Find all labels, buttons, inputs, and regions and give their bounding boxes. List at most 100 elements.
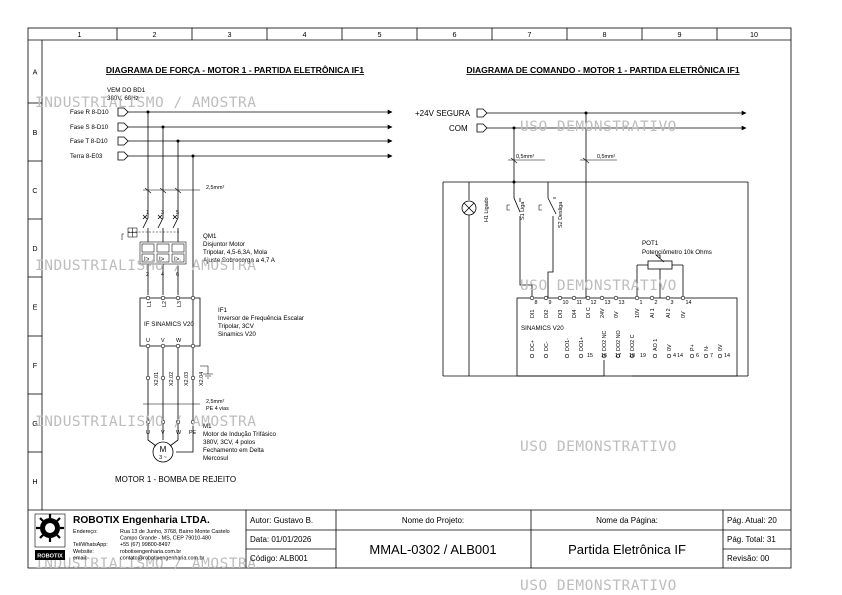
svg-text:6: 6 — [176, 272, 179, 278]
column-label: 6 — [453, 30, 457, 39]
svg-text:U: U — [146, 338, 150, 344]
vfd-bottom-terminal — [717, 353, 723, 359]
vfd-top-label: DI4 — [572, 310, 578, 318]
vfd-bottom-label: DO1- — [565, 338, 571, 351]
row-label: C — [32, 186, 37, 195]
vfd-bottom-number: 17 — [615, 353, 621, 359]
motor-line-3: Fechamento em Delta — [203, 447, 264, 454]
date-field: Data: 01/01/2026 — [250, 535, 312, 544]
row-label: H — [32, 477, 37, 486]
svg-text:5: 5 — [176, 210, 179, 216]
vfd-top-terminal — [665, 295, 671, 301]
svg-text:M: M — [160, 445, 167, 454]
vfd-bottom-terminal — [703, 353, 709, 359]
svg-text:L1: L1 — [147, 301, 153, 307]
contact-value: contato@robotixengenharia.com.br — [120, 555, 204, 561]
row-label: G — [32, 419, 38, 428]
vfd-top-terminal — [543, 295, 549, 301]
project-label: Nome do Projeto: — [402, 516, 464, 525]
vfd-top-label: AI 1 — [650, 308, 656, 318]
vfd-bottom-terminal — [529, 353, 535, 359]
vfd-top-number: 13 — [605, 300, 611, 306]
page-name-label: Nome da Página: — [596, 516, 658, 525]
vfd-bottom-number: 6 — [696, 353, 699, 359]
vfd-top-terminal — [571, 295, 577, 301]
svg-text:3 ~: 3 ~ — [159, 455, 167, 461]
svg-text:USO DEMONSTRATIVO: USO DEMONSTRATIVO — [520, 439, 677, 455]
column-label: 5 — [378, 30, 382, 39]
svg-text:I>: I> — [159, 256, 165, 263]
inverter-tag: IF1 — [218, 307, 227, 314]
vfd-top-number: 1 — [640, 300, 643, 306]
author-field: Autor: Gustavo B. — [250, 516, 313, 525]
svg-text:1: 1 — [146, 210, 149, 216]
column-label: 10 — [750, 30, 758, 39]
phase-bus-lines: Fase R 8-D10 Fase S 8-D10 Fase T 8-D10 T… — [70, 107, 393, 420]
vfd-bottom-number: 14 — [677, 353, 683, 359]
vfd-bottom-number: 4 — [673, 353, 676, 359]
vfd-top-label: DI2 — [544, 310, 550, 318]
vfd-bottom-number: 14 — [724, 353, 730, 359]
svg-text:3: 3 — [161, 210, 164, 216]
phase-s-label: Fase S 8-D10 — [70, 124, 109, 131]
contact-label: Website: — [73, 549, 94, 555]
power-source-line2: 380V, 60Hz — [107, 95, 139, 102]
row-label: A — [33, 68, 38, 77]
contact-value: +55 (67) 99800-8497 — [120, 542, 171, 548]
power-diagram: DIAGRAMA DE FORÇA - MOTOR 1 - PARTIDA EL… — [70, 64, 393, 484]
contact-label: Tel/WhatsApp: — [73, 542, 108, 548]
svg-text:I>: I> — [174, 256, 180, 263]
svg-text:X2.01: X2.01 — [154, 372, 160, 386]
svg-text:INDUSTRIALISMO / AMOSTRA: INDUSTRIALISMO / AMOSTRA — [35, 95, 257, 111]
supply-com-label: COM — [449, 124, 468, 133]
svg-text:4: 4 — [161, 272, 164, 278]
vfd-top-number: 3 — [671, 300, 674, 306]
command-diagram: DIAGRAMA DE COMANDO - MOTOR 1 - PARTIDA … — [415, 64, 749, 377]
pot-tag: POT1 — [642, 240, 659, 247]
breaker-qm1: 1 3 5 I> I> I> 2 4 6 QM1 — [121, 200, 276, 295]
breaker-line-3: Ajuste Sobrecarga a 4,7 A — [203, 257, 276, 264]
contact-label: Endereço: — [73, 529, 98, 535]
command-title: DIAGRAMA DE COMANDO - MOTOR 1 - PARTIDA … — [466, 64, 739, 75]
vfd-bottom-terminal — [615, 353, 621, 359]
column-label: 3 — [228, 30, 232, 39]
phase-r-label: Fase R 8-D10 — [70, 109, 109, 116]
watermarks: INDUSTRIALISMO / AMOSTRA INDUSTRIALISMO … — [35, 95, 677, 594]
pot-desc: Potenciômetro 10k Ohms — [642, 249, 712, 256]
svg-text:X2.03: X2.03 — [184, 372, 190, 386]
breaker-line-1: Disjuntor Motor — [203, 241, 245, 248]
vfd-bottom-number: 18 — [629, 353, 635, 359]
vfd-top-terminal — [585, 295, 591, 301]
vfd-top-number: 13 — [619, 300, 625, 306]
row-label: D — [32, 244, 37, 253]
vfd-bottom-terminal — [601, 353, 607, 359]
contact-value: Rua 13 de Junho, 3768, Bairro Monte Cast… — [120, 529, 230, 535]
vfd-bottom-terminal — [666, 353, 672, 359]
wire-motor-note: PE 4 vias — [206, 406, 229, 412]
svg-text:X2.04: X2.04 — [199, 372, 205, 386]
vfd-bottom-terminal — [543, 353, 549, 359]
vfd-bottom-terminal — [652, 353, 658, 359]
svg-text:V: V — [161, 338, 165, 344]
vfd-bottom-number: 19 — [640, 353, 646, 359]
title-block: ROBOTIX ROBOTIX Engenharia LTDA. Endereç… — [34, 510, 791, 568]
column-label: 2 — [153, 30, 157, 39]
contact-label: email: — [73, 555, 87, 561]
vfd-top-terminal — [529, 295, 535, 301]
vfd-top-number: 2 — [655, 300, 658, 306]
vfd-top-number: 8 — [535, 300, 538, 306]
breaker-line-2: Tripolar, 4,5-6,3A, Mola — [203, 249, 268, 256]
svg-text:USO DEMONSTRATIVO: USO DEMONSTRATIVO — [520, 578, 677, 594]
vfd-bottom-terminal — [578, 353, 584, 359]
vfd-top-terminal — [599, 295, 605, 301]
vfd-bottom-label: DO2 C — [630, 334, 636, 351]
svg-text:2: 2 — [146, 272, 149, 278]
s1-label: S1 Liga — [520, 202, 526, 220]
s2-label: S2 Desliga — [558, 202, 564, 228]
company-logo: ROBOTIX — [34, 513, 66, 560]
revision-field: Revisão: 00 — [727, 554, 770, 563]
vfd-bottom-label: DC- — [544, 341, 550, 351]
inverter-line-3: Sinamics V20 — [218, 331, 256, 338]
vfd-bottom-label: 0V — [718, 344, 724, 351]
